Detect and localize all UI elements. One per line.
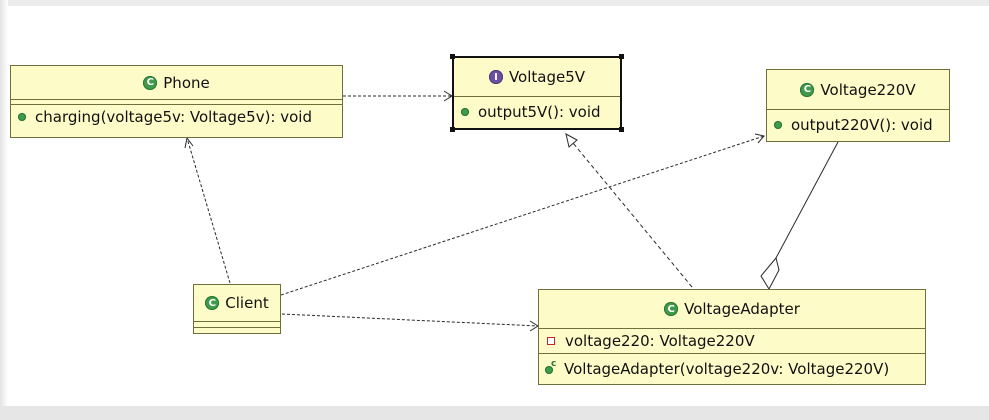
methods-compartment [194, 327, 280, 333]
methods-compartment: c VoltageAdapter(voltage220v: Voltage220… [539, 353, 925, 384]
relation-adapter-voltage5v[interactable] [565, 133, 693, 288]
class-header: C Phone [11, 66, 342, 99]
relation-client-adapter[interactable] [281, 313, 539, 332]
class-voltage-adapter[interactable]: C VoltageAdapter voltage220: Voltage220V… [538, 289, 926, 385]
attributes-compartment: voltage220: Voltage220V [539, 328, 925, 353]
class-name: VoltageAdapter [684, 300, 800, 318]
class-icon: C [205, 296, 220, 310]
public-method-icon [774, 121, 782, 129]
method-signature: charging(voltage5v: Voltage5v): void [35, 108, 312, 126]
class-name: Voltage5V [508, 68, 586, 86]
relation-client-phone[interactable] [184, 136, 231, 284]
hollow-triangle-arrowhead [565, 133, 578, 148]
constructor-icon: c [545, 359, 557, 375]
private-field-icon [547, 337, 555, 345]
hollow-diamond [760, 256, 780, 291]
class-icon: C [664, 302, 679, 316]
class-name: Client [225, 294, 269, 312]
attributes-compartment [11, 99, 342, 104]
public-method-icon [18, 113, 26, 121]
aggregation-line [775, 141, 839, 259]
class-name: Voltage220V [820, 80, 916, 99]
class-name: Phone [163, 73, 210, 92]
class-header: C Voltage220V [767, 70, 949, 109]
selection-handle[interactable] [619, 54, 624, 59]
class-client[interactable]: C Client [193, 284, 281, 334]
method-row[interactable]: output220V(): void [767, 110, 949, 140]
methods-compartment: output220V(): void [767, 109, 949, 140]
open-arrowhead [184, 136, 194, 149]
dependency-line [280, 135, 765, 296]
dependency-line [281, 313, 539, 327]
class-phone[interactable]: C Phone charging(voltage5v: Voltage5v): … [10, 65, 343, 138]
class-voltage220v[interactable]: C Voltage220V output220V(): void [766, 69, 950, 142]
class-icon: C [143, 75, 158, 90]
attribute-signature: voltage220: Voltage220V [565, 332, 755, 350]
selection-handle[interactable] [450, 127, 455, 132]
window-frame-bottom [0, 406, 989, 420]
realization-line [572, 142, 693, 288]
class-header: C VoltageAdapter [539, 290, 925, 328]
relation-client-voltage220v[interactable] [280, 133, 765, 296]
attributes-compartment [194, 321, 280, 327]
method-row[interactable]: c VoltageAdapter(voltage220v: Voltage220… [539, 354, 925, 384]
interface-voltage5v[interactable]: I Voltage5V output5V(): void [450, 54, 624, 132]
method-row[interactable]: output5V(): void [454, 97, 620, 127]
window-frame-top [0, 0, 989, 6]
open-arrowhead [754, 133, 765, 144]
methods-compartment: output5V(): void [454, 96, 620, 127]
relation-voltage220v-adapter[interactable] [760, 141, 839, 291]
selection-handle[interactable] [450, 54, 455, 59]
interface-icon: I [488, 70, 503, 84]
window-frame-left [0, 0, 8, 420]
dependency-line [186, 137, 231, 284]
method-signature: VoltageAdapter(voltage220v: Voltage220V) [564, 360, 890, 378]
selection-handle[interactable] [619, 127, 624, 132]
public-method-icon [461, 108, 469, 116]
class-header: C Client [194, 285, 280, 321]
class-header: I Voltage5V [454, 58, 620, 96]
class-icon: C [800, 82, 815, 97]
method-signature: output5V(): void [478, 103, 601, 121]
method-row[interactable]: charging(voltage5v: Voltage5v): void [11, 105, 342, 129]
relation-phone-voltage5v[interactable] [343, 90, 453, 102]
methods-compartment: charging(voltage5v: Voltage5v): void [11, 104, 342, 129]
attribute-row[interactable]: voltage220: Voltage220V [539, 329, 925, 353]
method-signature: output220V(): void [791, 116, 933, 134]
